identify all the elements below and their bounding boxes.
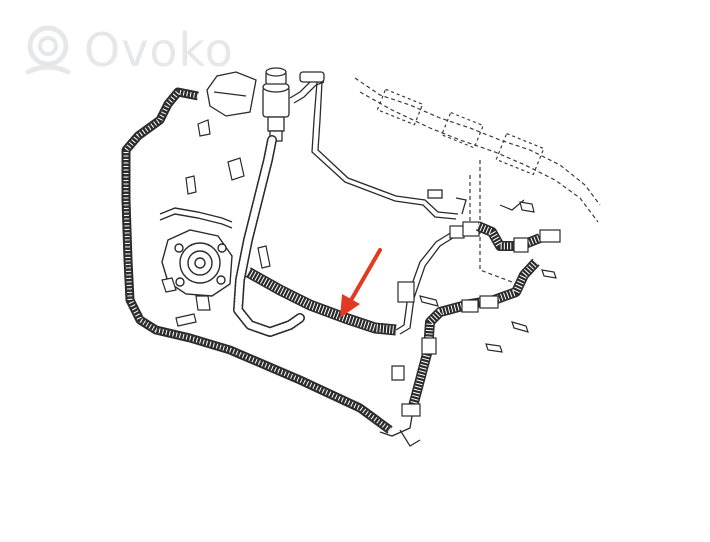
pressure-hose: [245, 221, 480, 336]
reservoir-feed-hose: [233, 135, 305, 337]
suction-hose: [121, 87, 393, 434]
fasteners: [161, 119, 557, 381]
watermark: Ovoko: [22, 22, 234, 78]
red-arrow-icon: [340, 248, 382, 318]
watermark-brand: Ovoko: [84, 23, 234, 77]
ovoko-logo-icon: [25, 25, 71, 75]
power-steering-pump-icon: [159, 207, 233, 297]
lower-right-hose: [379, 258, 540, 447]
steering-rack: [354, 77, 601, 286]
return-pipe: [289, 71, 467, 220]
upper-right-hose: [476, 199, 561, 253]
fluid-reservoir-icon: [206, 67, 290, 142]
